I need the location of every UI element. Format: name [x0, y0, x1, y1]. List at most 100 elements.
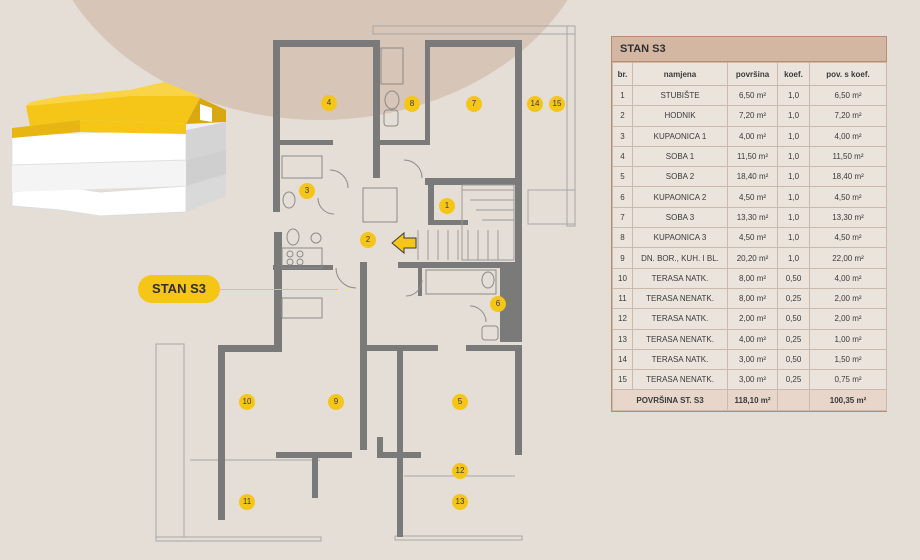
header-namjena: namjena: [632, 62, 728, 86]
cell-number: 2: [612, 105, 633, 127]
room-marker-13: 13: [452, 494, 468, 510]
cell-coefficient: 1,0: [777, 125, 810, 147]
cell-coefficient: 0,25: [777, 287, 810, 310]
cell-coefficient: 1,0: [777, 105, 810, 127]
cell-weighted-area: 11,50 m²: [809, 145, 887, 168]
cell-number: 12: [612, 308, 633, 330]
cell-purpose: SOBA 3: [632, 206, 728, 229]
room-marker-11: 11: [239, 494, 255, 510]
cell-area: 2,00 m²: [727, 308, 778, 330]
cell-number: 5: [612, 166, 633, 188]
area-table-grid: br. namjena površina koef. pov. s koef. …: [612, 62, 887, 412]
cell-purpose: KUPAONICA 1: [632, 125, 728, 147]
room-marker-12: 12: [452, 463, 468, 479]
cell-purpose: KUPAONICA 3: [632, 227, 728, 249]
apartment-badge: STAN S3: [138, 275, 220, 303]
cell-number: 8: [612, 227, 633, 249]
room-marker-3: 3: [299, 183, 315, 199]
header-br: br.: [612, 62, 633, 86]
cell-weighted-area: 2,00 m²: [809, 287, 887, 310]
cell-area: 11,50 m²: [727, 145, 778, 168]
room-marker-15: 15: [549, 96, 565, 112]
area-table: STAN S3 br. namjena površina koef. pov. …: [611, 36, 887, 413]
cell-area: 4,50 m²: [727, 186, 778, 208]
cell-area: 8,00 m²: [727, 287, 778, 310]
cell-number: 11: [612, 287, 633, 310]
cell-number: 1: [612, 84, 633, 107]
cell-number: 14: [612, 348, 633, 371]
cell-number: 9: [612, 247, 633, 269]
cell-weighted-area: 4,00 m²: [809, 125, 887, 147]
cell-purpose: KUPAONICA 2: [632, 186, 728, 208]
cell-coefficient: 0,50: [777, 308, 810, 330]
cell-area: 20,20 m²: [727, 247, 778, 269]
cell-area: 3,00 m²: [727, 348, 778, 371]
cell-purpose: DN. BOR., KUH. I BL.: [632, 247, 728, 269]
total-coefficient-empty: [777, 389, 810, 412]
cell-purpose: SOBA 2: [632, 166, 728, 188]
total-label: POVRŠINA ST. S3: [612, 389, 728, 412]
room-marker-10: 10: [239, 394, 255, 410]
cell-number: 13: [612, 328, 633, 350]
cell-purpose: TERASA NATK.: [632, 308, 728, 330]
cell-number: 3: [612, 125, 633, 147]
cell-area: 4,00 m²: [727, 328, 778, 350]
header-koef: koef.: [777, 62, 810, 86]
cell-purpose: HODNIK: [632, 105, 728, 127]
cell-area: 3,00 m²: [727, 369, 778, 391]
room-marker-1: 1: [439, 198, 455, 214]
cell-area: 6,50 m²: [727, 84, 778, 107]
cell-weighted-area: 0,75 m²: [809, 369, 887, 391]
table-header-row: br. namjena površina koef. pov. s koef.: [612, 62, 887, 86]
room-marker-8: 8: [404, 96, 420, 112]
cell-coefficient: 1,0: [777, 84, 810, 107]
cell-weighted-area: 13,30 m²: [809, 206, 887, 229]
cell-purpose: TERASA NATK.: [632, 267, 728, 289]
cell-purpose: STUBIŠTE: [632, 84, 728, 107]
cell-purpose: TERASA NENATK.: [632, 369, 728, 391]
cell-area: 7,20 m²: [727, 105, 778, 127]
table-title: STAN S3: [612, 37, 886, 62]
apartment-callout-line: [220, 289, 338, 290]
cell-area: 18,40 m²: [727, 166, 778, 188]
cell-coefficient: 1,0: [777, 247, 810, 269]
cell-weighted-area: 1,50 m²: [809, 348, 887, 371]
cell-purpose: TERASA NATK.: [632, 348, 728, 371]
cell-number: 15: [612, 369, 633, 391]
cell-coefficient: 0,50: [777, 348, 810, 371]
cell-weighted-area: 4,50 m²: [809, 186, 887, 208]
cell-coefficient: 1,0: [777, 186, 810, 208]
table-total-row: POVRŠINA ST. S3 118,10 m² 100,35 m²: [612, 389, 887, 412]
cell-coefficient: 1,0: [777, 145, 810, 168]
cell-number: 10: [612, 267, 633, 289]
cell-weighted-area: 4,50 m²: [809, 227, 887, 249]
room-marker-5: 5: [452, 394, 468, 410]
cell-purpose: TERASA NENATK.: [632, 287, 728, 310]
cell-weighted-area: 22,00 m²: [809, 247, 887, 269]
cell-weighted-area: 18,40 m²: [809, 166, 887, 188]
cell-area: 13,30 m²: [727, 206, 778, 229]
cell-area: 8,00 m²: [727, 267, 778, 289]
cell-weighted-area: 1,00 m²: [809, 328, 887, 350]
building-3d-icon: [11, 82, 226, 217]
cell-purpose: TERASA NENATK.: [632, 328, 728, 350]
cell-purpose: SOBA 1: [632, 145, 728, 168]
cell-weighted-area: 2,00 m²: [809, 308, 887, 330]
cell-coefficient: 0,50: [777, 267, 810, 289]
cell-number: 7: [612, 206, 633, 229]
room-marker-7: 7: [466, 96, 482, 112]
room-marker-4: 4: [321, 95, 337, 111]
